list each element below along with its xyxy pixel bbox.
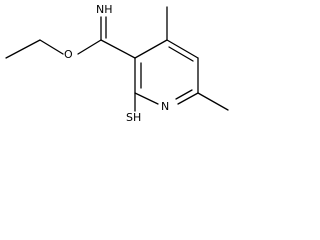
ring-bond-n-c2 [134,92,159,105]
molecule-drawing: NH O SH N [5,3,229,124]
chemical-structure: NH O SH N [0,0,248,136]
ring-bond-c3-c4 [134,39,168,59]
ring-bond-c4-c5-inner [168,46,194,62]
ether-oxygen-label: O [64,48,73,61]
bond-imidate-ring [100,39,136,59]
bond-methyl-c6 [197,92,229,111]
bond-oxygen-imidate-carbon [77,39,102,55]
ring-bond-c6-n [177,92,199,105]
imine-label: NH [96,3,113,16]
bond-methyl-ch2 [5,39,41,59]
ring-bond-c6-n-inner [175,89,193,100]
ring-nitrogen-label: N [161,100,169,113]
bond-ch2-oxygen [39,39,64,55]
thiol-label: SH [126,111,141,124]
ring-bond-c4-c5 [166,39,199,59]
